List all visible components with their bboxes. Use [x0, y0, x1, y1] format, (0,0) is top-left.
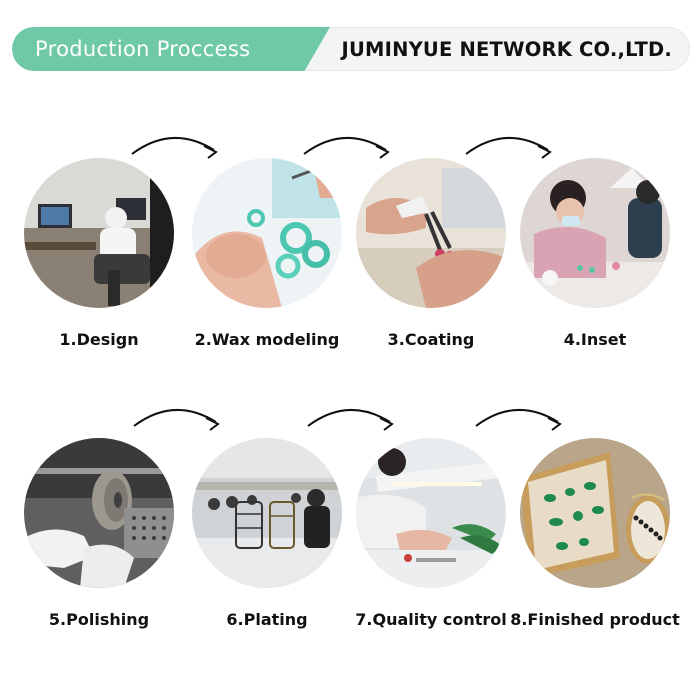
step-plating: 6.Plating: [182, 438, 352, 658]
step-finished-product: 8.Finished product: [510, 438, 680, 658]
quality-control-inspection-photo: [356, 438, 506, 588]
step-label: 5.Polishing: [48, 610, 150, 629]
company-name: JUMINYUE NETWORK CO.,LTD.: [341, 38, 672, 61]
step-label: 1.Design: [59, 330, 139, 349]
step-wax-modeling: 2.Wax modeling: [182, 158, 352, 378]
step-label: 3.Coating: [387, 330, 475, 349]
coating-with-pliers-photo: [356, 158, 506, 308]
curved-arrow-icon: [304, 400, 400, 434]
step-coating: 3.Coating: [346, 158, 516, 378]
step-label: 6.Plating: [226, 610, 308, 629]
step-inset: 4.Inset: [510, 158, 680, 378]
curved-arrow-icon: [300, 128, 396, 162]
stone-inset-workers-photo: [520, 158, 670, 308]
curved-arrow-icon: [130, 400, 226, 434]
polishing-wheel-photo: [24, 438, 174, 588]
page-title: Production Proccess: [35, 37, 251, 61]
step-label: 8.Finished product: [510, 610, 680, 629]
finished-jewelry-tray-photo: [520, 438, 670, 588]
step-quality-control: 7.Quality control: [346, 438, 516, 658]
wax-ring-modeling-photo: [192, 158, 342, 308]
banner-accent-panel: [12, 27, 330, 71]
curved-arrow-icon: [472, 400, 568, 434]
step-label: 4.Inset: [563, 330, 627, 349]
designer-at-computer-photo: [24, 158, 174, 308]
step-design: 1.Design: [14, 158, 184, 378]
curved-arrow-icon: [462, 128, 558, 162]
step-polishing: 5.Polishing: [14, 438, 184, 658]
step-label: 7.Quality control: [355, 610, 507, 629]
plating-workshop-photo: [192, 438, 342, 588]
curved-arrow-icon: [128, 128, 224, 162]
step-label: 2.Wax modeling: [194, 330, 340, 349]
header-banner: Production Proccess JUMINYUE NETWORK CO.…: [12, 27, 690, 71]
